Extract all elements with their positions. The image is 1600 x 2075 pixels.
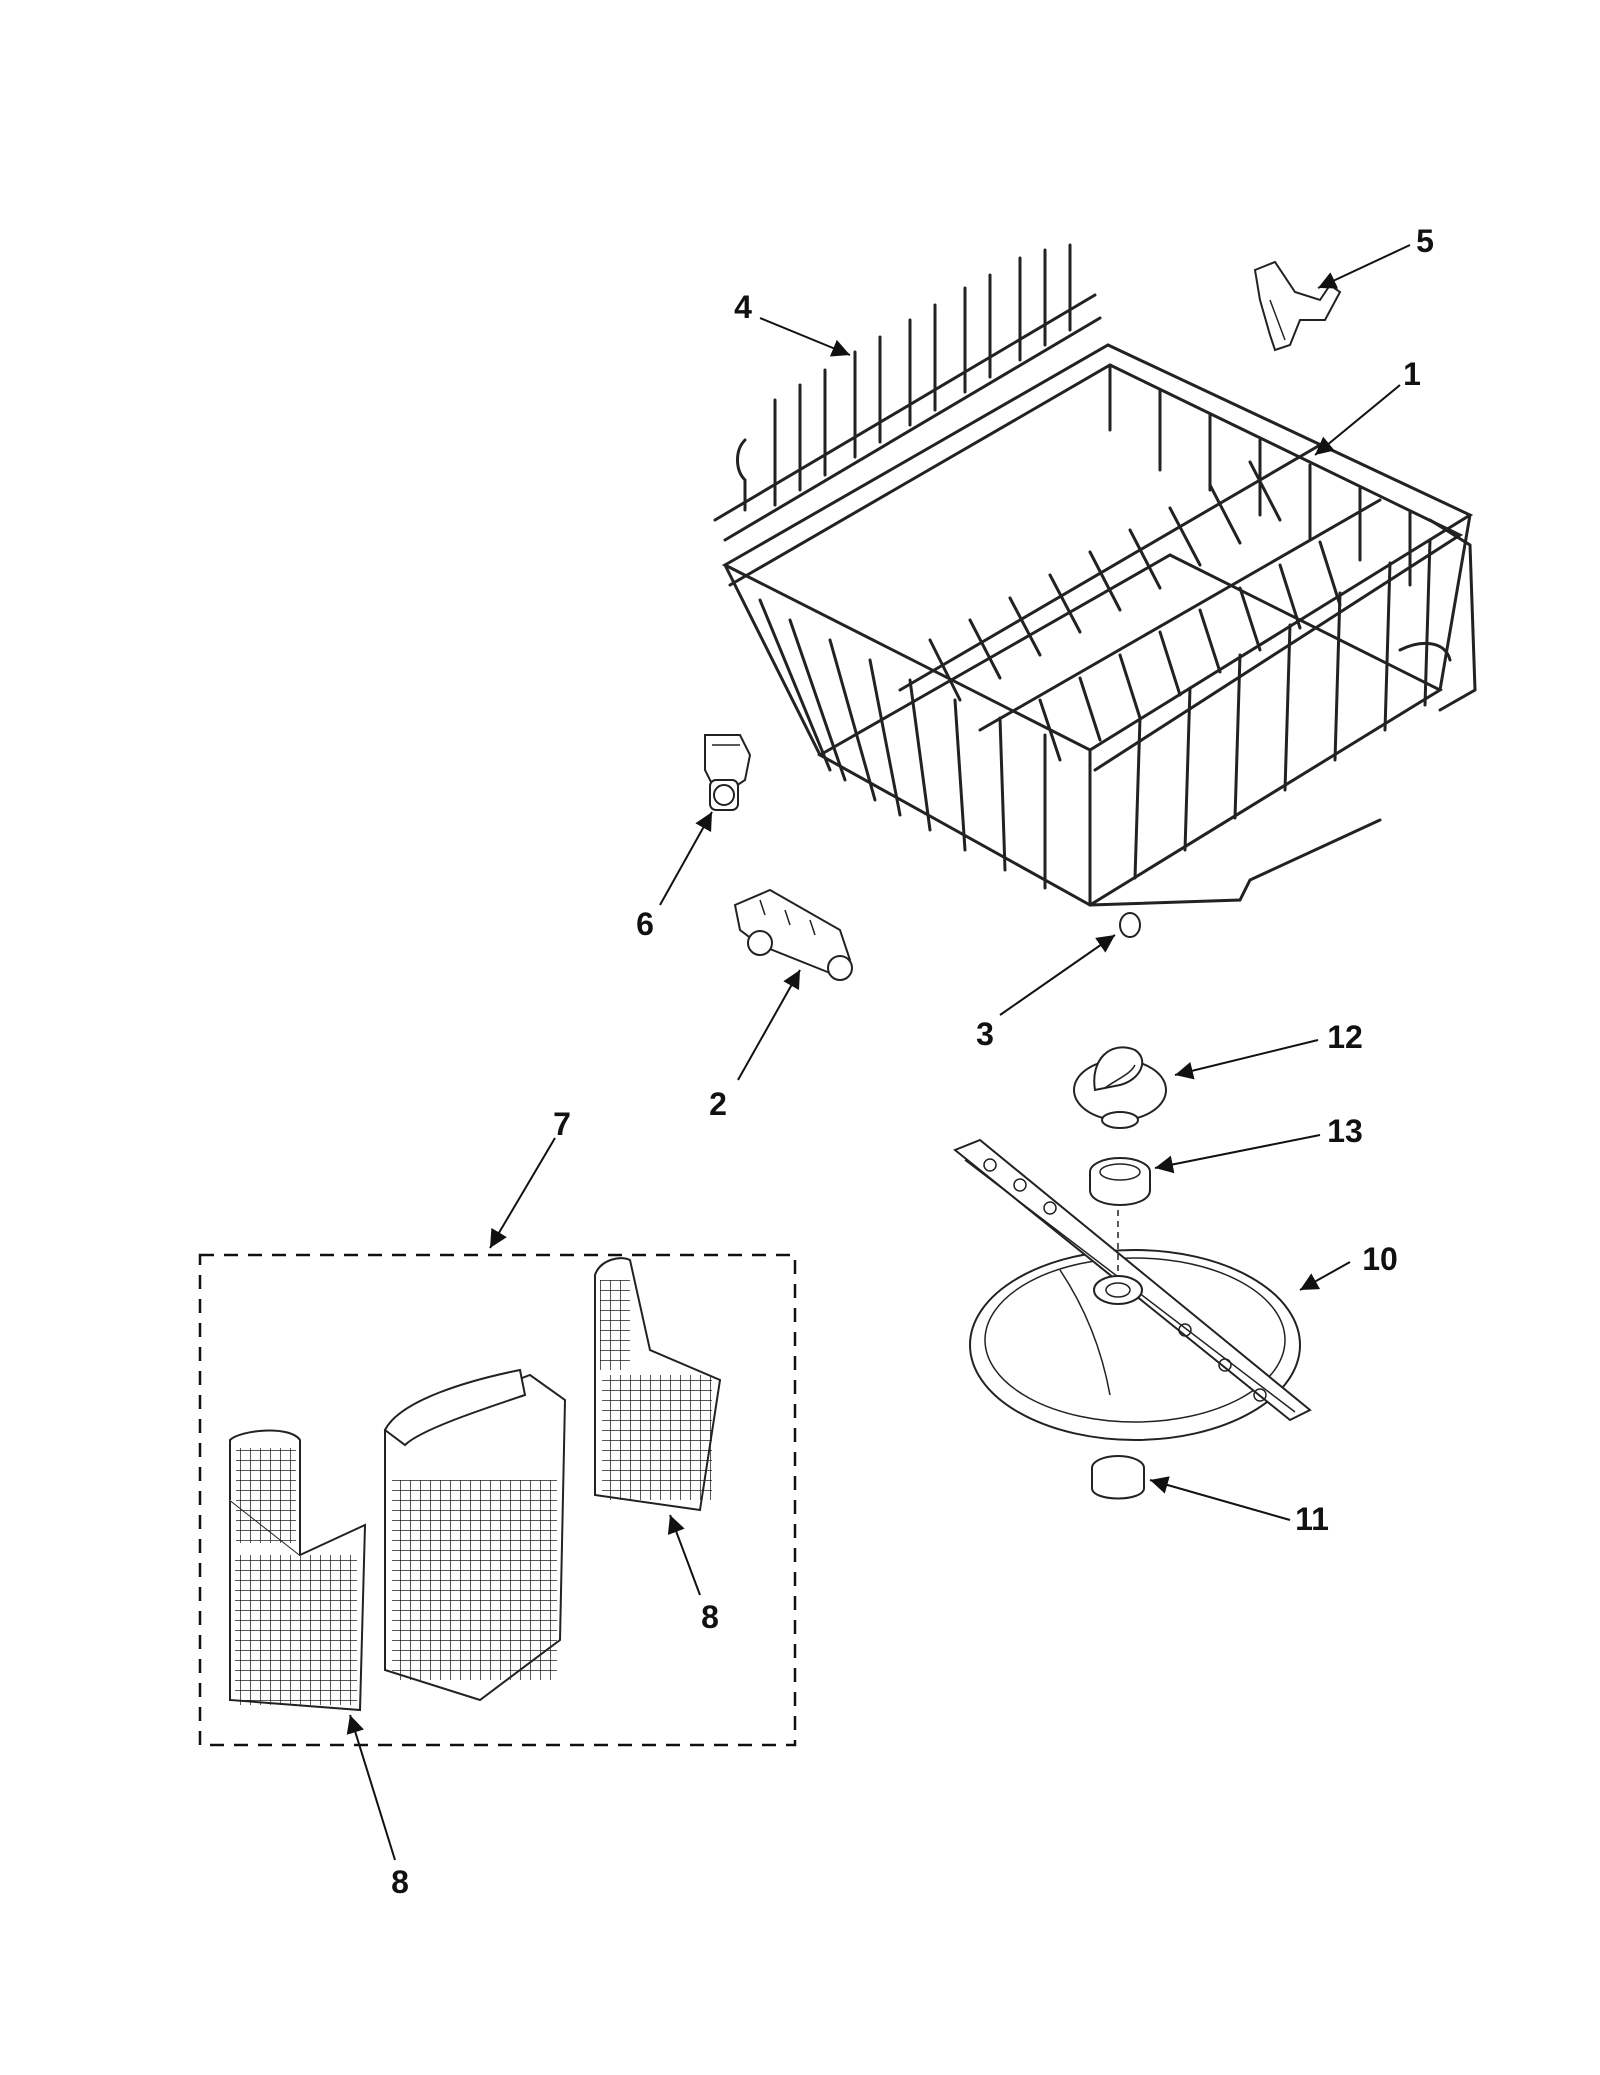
rack-roller-part-6 [704,734,752,811]
callout-12: 12 [1327,1019,1363,1055]
nut-part-3 [1119,912,1141,938]
leader-lines [346,244,1411,1861]
upper-tine-row [713,243,1102,542]
callout-5: 5 [1416,223,1434,259]
spray-arm-nut-part-12 [1073,1046,1167,1129]
callout-2: 2 [709,1086,727,1122]
silverware-basket-center [383,1368,567,1702]
callout-7: 7 [553,1106,571,1142]
callout-10: 10 [1362,1241,1398,1277]
roller-bracket-part-2 [733,888,853,981]
callout-13: 13 [1327,1113,1363,1149]
silverware-basket-group-box [198,1253,797,1747]
rack-clip-part-5 [1253,260,1342,352]
collar-part-11 [1091,1455,1145,1500]
spray-arm-assembly-part-10 [953,1138,1312,1441]
callout-4: 4 [734,289,752,325]
lower-dishrack [721,343,1477,907]
callout-3: 3 [976,1016,994,1052]
seal-ring-part-13 [1089,1157,1151,1206]
callout-8-right: 8 [701,1599,719,1635]
callout-1: 1 [1403,356,1421,392]
silverware-basket-right [594,1257,722,1512]
callout-8-left: 8 [391,1864,409,1900]
callout-11: 11 [1295,1501,1329,1537]
callout-6: 6 [636,906,654,942]
silverware-basket-left [229,1429,367,1712]
